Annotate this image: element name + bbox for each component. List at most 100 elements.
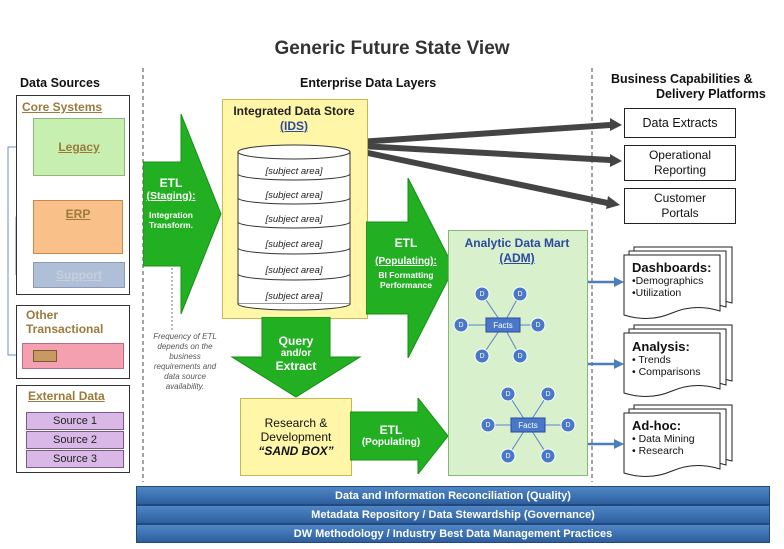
support-box: Support	[33, 262, 125, 288]
subject-area-3: [subject area]	[265, 213, 323, 225]
subject-area-6: [subject area]	[265, 290, 323, 302]
adhoc-title: Ad-hoc:	[632, 418, 682, 433]
legacy-box: Legacy	[33, 118, 125, 176]
other-transactional-line1: Other	[26, 308, 59, 322]
customer-portals-box: Customer Portals	[624, 188, 736, 224]
etl-staging-label: ETL (Staging): Integration Transform.	[146, 176, 196, 230]
etl-populating-top-arrow	[366, 178, 455, 358]
adm-title: Analytic Data Mart	[464, 236, 570, 250]
etl-staging-line1: Integration	[149, 210, 193, 220]
core-systems-label: Core Systems	[22, 100, 103, 114]
note-line-3: business	[169, 352, 201, 361]
etl-staging-line2: Transform.	[149, 220, 193, 230]
facts-label-1: Facts	[493, 320, 513, 330]
operational-line2: Reporting	[653, 163, 707, 177]
dim-label: D	[485, 421, 491, 429]
query-line3: Extract	[275, 359, 317, 373]
subject-area-2: [subject area]	[265, 189, 323, 201]
dim-label: D	[458, 321, 464, 329]
facts-label-2: Facts	[518, 420, 538, 430]
source-3: Source 3	[26, 450, 124, 468]
sandbox-line2: Development	[260, 430, 332, 444]
other-transactional-line2: Transactional	[26, 322, 104, 336]
query-line1: Query	[278, 334, 314, 348]
note-line-5: data source	[164, 372, 206, 381]
ids-abbr: (IDS)	[280, 119, 308, 133]
note-line-6: availability.	[165, 382, 205, 391]
dim-label: D	[545, 452, 551, 460]
quality-bar: Data and Information Reconciliation (Qua…	[136, 486, 770, 505]
ids-title: Integrated Data Store	[233, 104, 355, 118]
sandbox-line1: Research &	[264, 416, 328, 430]
query-line2: and/or	[280, 348, 312, 359]
dim-label: D	[517, 352, 523, 360]
dashboards-title: Dashboards:	[632, 260, 712, 275]
business-capabilities-heading-line1: Business Capabilities &	[611, 72, 753, 86]
etl-populating-top-title: ETL	[394, 236, 418, 250]
adm-abbr: (ADM)	[499, 251, 535, 265]
etl-populating-top-line1: BI Formatting	[378, 270, 434, 280]
subject-area-5: [subject area]	[265, 264, 323, 276]
source-1: Source 1	[26, 412, 124, 430]
dim-label: D	[479, 290, 485, 298]
etl-populating-bottom-title: ETL	[379, 423, 403, 437]
analysis-item-2: • Comparisons	[632, 366, 701, 378]
dim-label: D	[565, 421, 571, 429]
etl-populating-bottom-sub: (Populating)	[361, 437, 421, 448]
external-data-label: External Data	[28, 389, 105, 403]
governance-bar: Metadata Repository / Data Stewardship (…	[136, 505, 770, 524]
enterprise-layers-heading: Enterprise Data Layers	[300, 76, 437, 90]
source-2: Source 2	[26, 431, 124, 449]
dim-label: D	[535, 321, 541, 329]
other-transactional-label: Other Transactional	[26, 308, 103, 336]
etl-staging-sub: (Staging):	[146, 190, 196, 202]
business-capabilities-heading-line2: Delivery Platforms	[656, 87, 766, 101]
ids-to-operational-arrow	[344, 142, 610, 163]
sandbox-line3: “SAND BOX”	[258, 444, 334, 458]
etl-populating-top-label: ETL (Populating): BI Formatting Performa…	[370, 236, 442, 290]
dashboards-item-2: •Utilization	[632, 287, 682, 299]
subject-area-4: [subject area]	[265, 238, 323, 250]
etl-populating-top-sub: (Populating):	[375, 256, 437, 267]
etl-populating-bottom-label: ETL (Populating)	[356, 423, 426, 448]
dim-label: D	[545, 390, 551, 398]
etl-staging-arrow	[143, 114, 222, 314]
analysis-item-1: • Trends	[632, 354, 671, 366]
dim-label: D	[517, 290, 523, 298]
ids-to-extracts-arrow	[344, 122, 610, 146]
etl-populating-top-line2: Performance	[380, 280, 432, 290]
query-extract-arrow	[230, 317, 362, 398]
dashboards-doc: Dashboards: •Demographics •Utilization	[632, 260, 711, 299]
dim-label: D	[505, 390, 511, 398]
customer-line1: Customer	[653, 191, 706, 205]
note-line-2: depends on the	[157, 342, 213, 351]
data-sources-heading: Data Sources	[20, 76, 100, 90]
etl-populating-bottom-arrow	[350, 398, 449, 474]
erp-box: ERP	[33, 200, 123, 254]
analysis-doc: Analysis: • Trends • Comparisons	[632, 339, 700, 378]
data-extracts-box: Data Extracts	[624, 108, 736, 138]
methodology-bar: DW Methodology / Industry Best Data Mana…	[136, 524, 770, 543]
page-title: Generic Future State View	[274, 38, 510, 59]
operational-line1: Operational	[648, 148, 712, 162]
note-line-4: requirements and	[153, 362, 217, 371]
adhoc-item-2: • Research	[632, 445, 684, 457]
document-stacks	[623, 246, 733, 477]
ids-cylinder-stack	[237, 144, 351, 311]
dim-label: D	[479, 352, 485, 360]
other-transactional-chip	[33, 350, 57, 362]
note-line-1: Frequency of ETL	[153, 332, 217, 341]
dim-label: D	[505, 452, 511, 460]
operational-reporting-box: Operational Reporting	[624, 145, 736, 181]
query-extract-label: Query and/or Extract	[262, 334, 330, 373]
customer-line2: Portals	[661, 206, 699, 220]
dashboards-item-1: •Demographics	[632, 275, 704, 287]
etl-staging-title: ETL	[159, 176, 183, 190]
sandbox-box: Research & Development “SAND BOX”	[240, 398, 352, 476]
etl-frequency-note: Frequency of ETL depends on the business…	[150, 332, 220, 392]
adm-star-schemas	[453, 286, 576, 464]
subject-area-1: [subject area]	[265, 165, 323, 177]
analysis-title: Analysis:	[632, 339, 690, 354]
adhoc-doc: Ad-hoc: • Data Mining • Research	[632, 418, 695, 457]
ids-to-portals-arrow	[344, 145, 608, 206]
